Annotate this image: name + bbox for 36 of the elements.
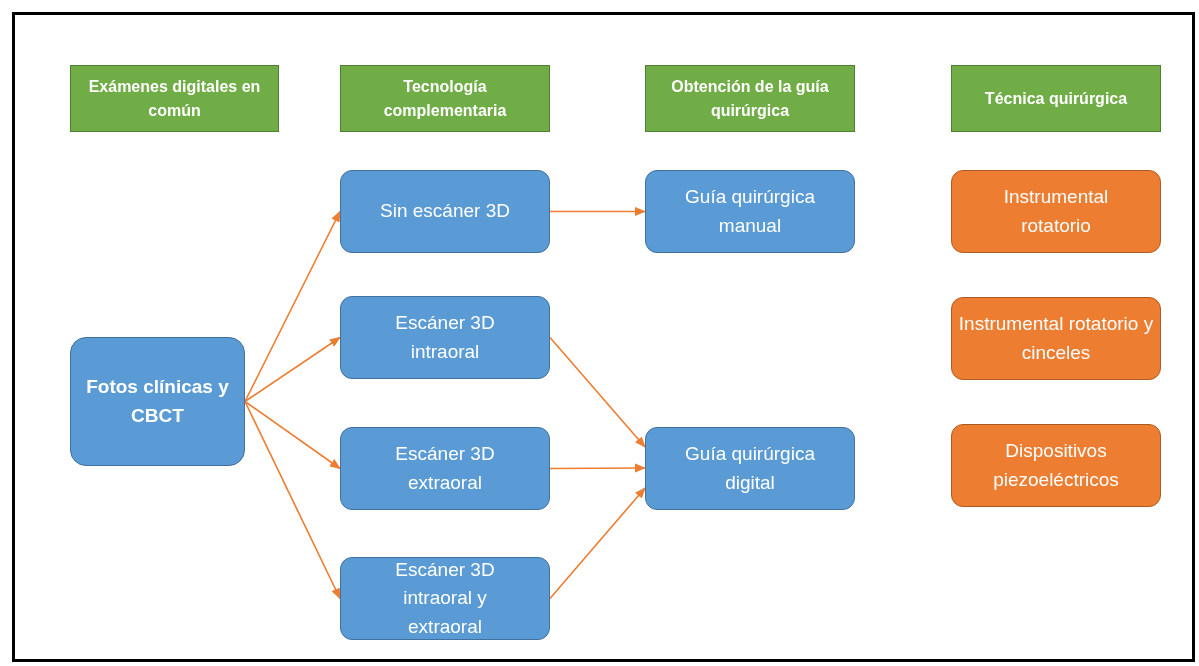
arrow (549, 463, 647, 473)
technique-box (951, 170, 1161, 253)
process-box (645, 427, 855, 510)
arrow (549, 207, 647, 216)
start-box (70, 337, 245, 466)
process-box (340, 170, 550, 253)
column-header (70, 65, 279, 132)
process-box (340, 427, 550, 510)
box-label: Escáner 3D intraoral y extraoral (394, 557, 496, 639)
box-label: Instrumental rotatorio (1002, 185, 1110, 238)
box-label: Guía quirúrgica manual (684, 185, 816, 238)
box-label: Escáner 3D intraoral (394, 311, 496, 364)
box-label: Instrumental rotatorio y cinceles (957, 312, 1155, 365)
process-box (645, 170, 855, 253)
column-header (645, 65, 855, 132)
technique-box (951, 424, 1161, 507)
arrow (244, 210, 341, 403)
arrow (244, 400, 341, 600)
process-box (340, 557, 550, 640)
box-label: Obtención de la guía quirúrgica (670, 76, 830, 121)
arrow (244, 400, 341, 470)
arrow (549, 336, 646, 448)
column-header (951, 65, 1161, 132)
box-label: Exámenes digitales en común (87, 76, 262, 121)
box-label: Guía quirúrgica digital (684, 442, 816, 495)
arrow (244, 336, 341, 403)
box-label: Sin escáner 3D (380, 199, 510, 224)
technique-box (951, 297, 1161, 380)
box-label: Técnica quirúrgica (984, 88, 1128, 109)
box-label: Tecnología complementaria (382, 76, 508, 121)
arrow (549, 487, 646, 600)
column-header (340, 65, 550, 132)
box-label: Escáner 3D extraoral (394, 442, 496, 495)
process-box (340, 296, 550, 379)
box-label: Fotos clínicas y CBCT (85, 375, 230, 428)
box-label: Dispositivos piezoeléctricos (992, 439, 1120, 492)
